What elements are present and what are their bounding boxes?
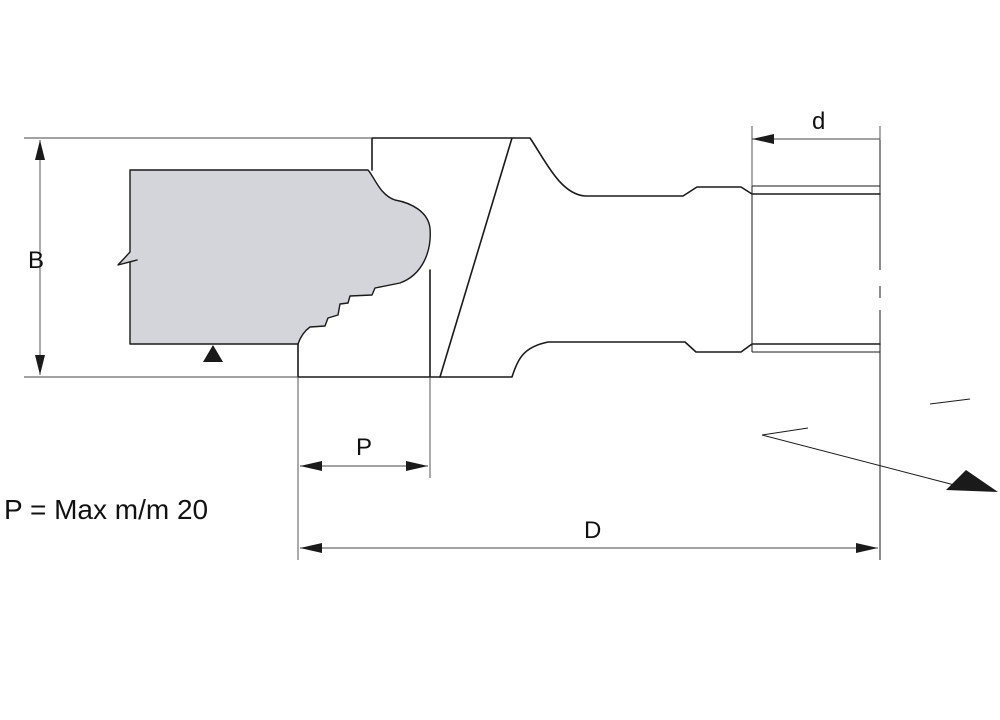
feed-dash-line <box>929 398 971 405</box>
b-arrow-top <box>35 140 45 160</box>
label-b: B <box>28 247 44 274</box>
formula-note: P = Max m/m 20 <box>4 494 209 525</box>
label-big-d: D <box>584 517 601 544</box>
reference-triangle-icon <box>203 345 223 362</box>
feed-direction-line <box>761 427 963 488</box>
d-big-arrow-left <box>300 543 322 553</box>
feed-direction-arrow-icon <box>946 470 998 492</box>
b-arrow-bottom <box>35 355 45 375</box>
label-d: d <box>812 108 825 135</box>
cutter-body-outline <box>297 341 881 378</box>
d-big-arrow-right <box>856 543 878 553</box>
label-p: P <box>356 434 372 461</box>
p-arrow-left <box>300 461 322 471</box>
workpiece-profile <box>117 169 431 345</box>
d-arrow <box>752 134 774 144</box>
cutter-top-outline <box>371 137 881 197</box>
p-arrow-right <box>406 461 428 471</box>
cutting-edge-line <box>439 137 513 378</box>
